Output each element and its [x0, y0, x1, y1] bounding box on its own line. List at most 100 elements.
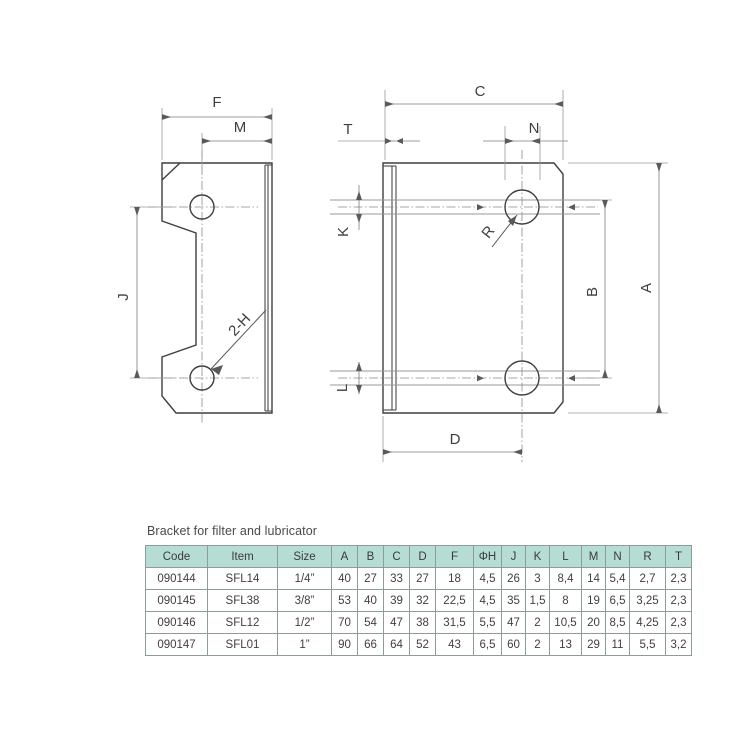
cell-b: 40 — [357, 589, 384, 612]
cell-n: 5,4 — [605, 567, 630, 590]
dim-label-T: T — [343, 121, 352, 138]
table-row: 090147 SFL01 1” 90 66 64 52 43 6,5 60 2 … — [145, 633, 692, 656]
cell-m: 14 — [581, 567, 606, 590]
side-view-top-chamfer — [161, 162, 181, 181]
slot-tick-bottom-right — [568, 375, 575, 382]
table-row: 090144 SFL14 1/4” 40 27 33 27 18 4,5 26 … — [145, 567, 692, 590]
cell-code: 090144 — [145, 567, 208, 590]
cell-a: 53 — [331, 589, 358, 612]
cell-d: 52 — [409, 633, 436, 656]
cell-b: 54 — [357, 611, 384, 634]
cell-size: 1/2” — [277, 611, 332, 634]
front-view-outline — [382, 162, 564, 414]
l-arrow-bottom — [356, 385, 362, 394]
cell-size: 1” — [277, 633, 332, 656]
cell-size: 1/4” — [277, 567, 332, 590]
cell-k: 3 — [525, 567, 550, 590]
t-arrow-left — [385, 138, 392, 144]
cell-j: 35 — [501, 589, 526, 612]
spec-table-section: Bracket for filter and lubricator Code I… — [145, 524, 692, 656]
col-header-r: R — [629, 545, 666, 568]
cell-n: 8,5 — [605, 611, 630, 634]
cell-size: 3/8” — [277, 589, 332, 612]
table-header-row: Code Item Size A B C D F ΦH J K L M N R … — [145, 545, 692, 568]
slot-tick-bottom-left — [477, 375, 484, 382]
dim-label-C: C — [475, 83, 486, 100]
col-header-l: L — [549, 545, 582, 568]
table-row: 090146 SFL12 1/2” 70 54 47 38 31,5 5,5 4… — [145, 611, 692, 634]
cell-item: SFL01 — [207, 633, 278, 656]
col-header-n: N — [605, 545, 630, 568]
dim-label-B: B — [584, 287, 601, 297]
dim-label-2H: 2-H — [225, 310, 254, 339]
cell-j: 47 — [501, 611, 526, 634]
cell-a: 70 — [331, 611, 358, 634]
cell-c: 64 — [383, 633, 410, 656]
cell-j: 26 — [501, 567, 526, 590]
cell-b: 66 — [357, 633, 384, 656]
cell-h: 4,5 — [473, 589, 502, 612]
cell-item: SFL38 — [207, 589, 278, 612]
cell-k: 2 — [525, 633, 550, 656]
cell-l: 10,5 — [549, 611, 582, 634]
col-header-item: Item — [207, 545, 278, 568]
cell-r: 5,5 — [629, 633, 666, 656]
cell-m: 20 — [581, 611, 606, 634]
dim-label-A: A — [638, 283, 655, 293]
dim-label-N: N — [529, 120, 540, 137]
col-header-k: K — [525, 545, 550, 568]
col-header-code: Code — [145, 545, 208, 568]
dim-label-R: R — [478, 223, 498, 242]
cell-d: 32 — [409, 589, 436, 612]
cell-j: 60 — [501, 633, 526, 656]
cell-m: 19 — [581, 589, 606, 612]
table-row: 090145 SFL38 3/8” 53 40 39 32 22,5 4,5 3… — [145, 589, 692, 612]
side-view-outline — [161, 162, 273, 414]
cell-f: 43 — [435, 633, 474, 656]
col-header-j: J — [501, 545, 526, 568]
cell-f: 31,5 — [435, 611, 474, 634]
k-arrow-bottom — [356, 214, 362, 223]
cell-r: 4,25 — [629, 611, 666, 634]
cell-h: 4,5 — [473, 567, 502, 590]
cell-a: 40 — [331, 567, 358, 590]
dim-label-J: J — [115, 293, 132, 301]
cell-l: 13 — [549, 633, 582, 656]
table-caption: Bracket for filter and lubricator — [147, 524, 318, 538]
hole-note-arrowhead — [211, 365, 223, 375]
cell-c: 33 — [383, 567, 410, 590]
col-header-c: C — [383, 545, 410, 568]
cell-f: 18 — [435, 567, 474, 590]
cell-r: 3,25 — [629, 589, 666, 612]
slot-tick-top-left — [477, 204, 484, 211]
dim-label-M: M — [234, 119, 247, 136]
cell-item: SFL14 — [207, 567, 278, 590]
col-header-m: M — [581, 545, 606, 568]
cell-t: 2,3 — [665, 567, 692, 590]
side-view-upper-hole — [189, 194, 215, 220]
technical-drawing: F M J 2-H — [115, 83, 668, 462]
cell-t: 3,2 — [665, 633, 692, 656]
cell-k: 2 — [525, 611, 550, 634]
col-header-a: A — [331, 545, 358, 568]
col-header-f: F — [435, 545, 474, 568]
cell-h: 6,5 — [473, 633, 502, 656]
hole-note-leader — [210, 309, 267, 370]
front-view-group: C N R B A D T K — [330, 83, 668, 462]
t-arrow-right — [396, 138, 403, 144]
cell-f: 22,5 — [435, 589, 474, 612]
cell-h: 5,5 — [473, 611, 502, 634]
cell-c: 39 — [383, 589, 410, 612]
cell-n: 6,5 — [605, 589, 630, 612]
front-view-upper-hole — [504, 189, 540, 225]
side-view-group: F M J 2-H — [115, 94, 273, 425]
col-header-t: T — [665, 545, 692, 568]
col-header-phi-h: ΦH — [473, 545, 502, 568]
cell-r: 2,7 — [629, 567, 666, 590]
cell-d: 27 — [409, 567, 436, 590]
dim-label-K: K — [335, 227, 352, 237]
cell-l: 8,4 — [549, 567, 582, 590]
cell-l: 8 — [549, 589, 582, 612]
specification-table: Code Item Size A B C D F ΦH J K L M N R … — [145, 545, 692, 656]
cell-t: 2,3 — [665, 589, 692, 612]
